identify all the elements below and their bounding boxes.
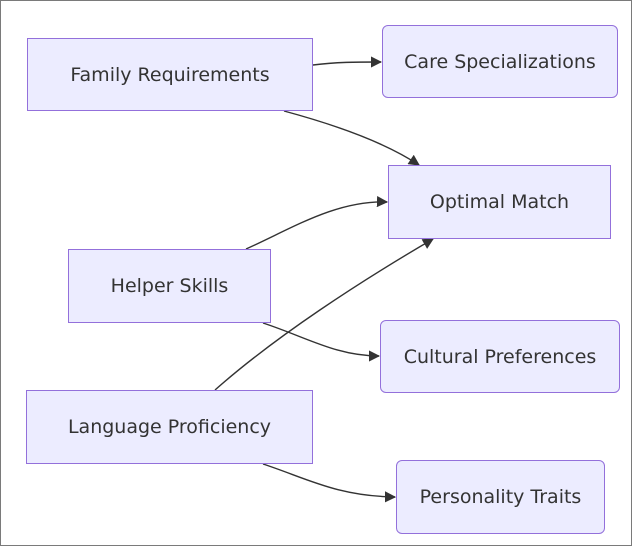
edge-family-to-care — [312, 56, 383, 68]
edge-language-to-personality — [262, 463, 397, 503]
node-label: Helper Skills — [110, 275, 229, 297]
node-optimal-match: Optimal Match — [388, 165, 611, 239]
node-cultural-preferences: Cultural Preferences — [380, 320, 620, 393]
node-language-proficiency: Language Proficiency — [26, 390, 313, 464]
node-helper-skills: Helper Skills — [68, 249, 271, 323]
node-care-specializations: Care Specializations — [382, 25, 618, 98]
node-personality-traits: Personality Traits — [396, 460, 605, 534]
edge-family-to-optimal — [283, 110, 420, 166]
edge-helper-to-cultural — [262, 322, 381, 362]
node-label: Language Proficiency — [67, 416, 272, 438]
node-label: Personality Traits — [419, 486, 582, 508]
node-label: Family Requirements — [70, 63, 270, 86]
node-label: Optimal Match — [429, 191, 570, 213]
edge-helper-to-optimal — [245, 196, 389, 250]
node-label: Cultural Preferences — [403, 345, 597, 368]
node-family-requirements: Family Requirements — [27, 38, 313, 111]
node-label: Care Specializations — [404, 50, 596, 73]
edge-language-to-optimal — [214, 238, 434, 391]
